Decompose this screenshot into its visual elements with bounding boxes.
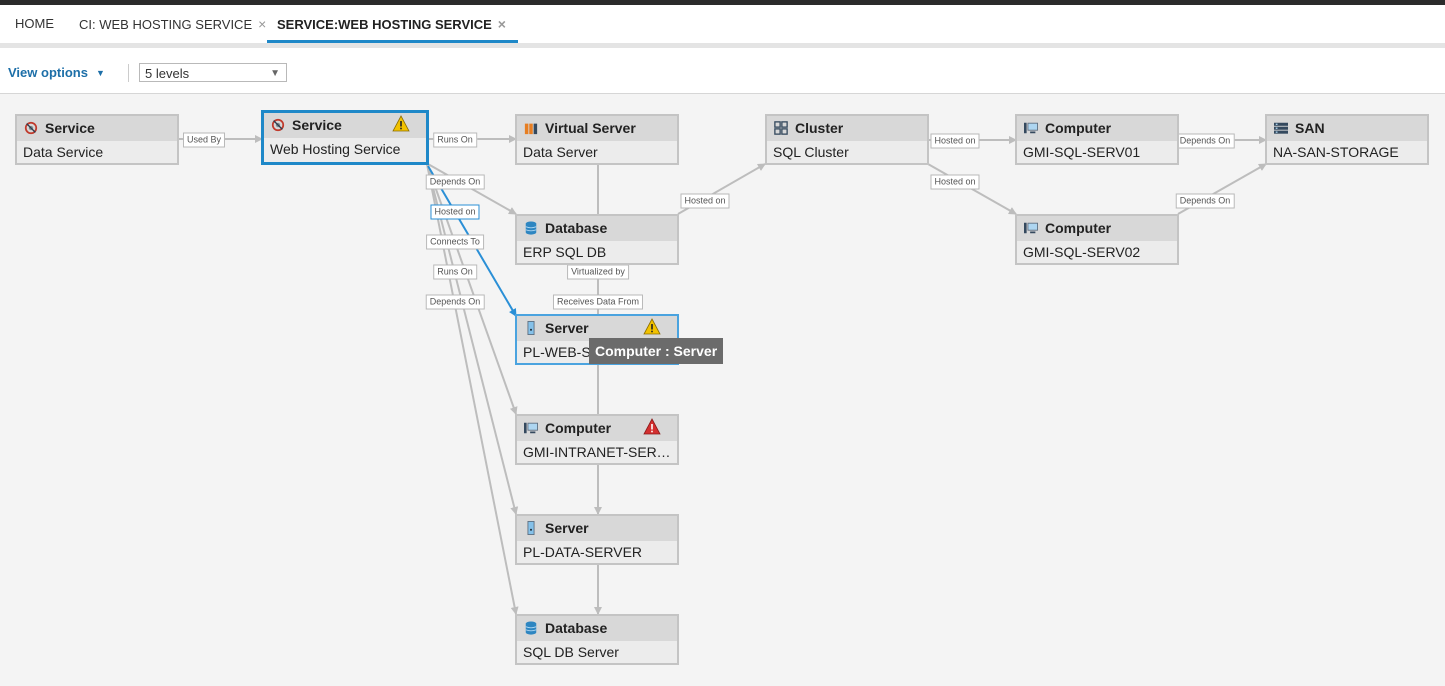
- node-tooltip: Computer : Server: [589, 338, 724, 364]
- levels-value: 5 levels: [145, 66, 190, 81]
- edge-label[interactable]: Hosted on: [930, 133, 980, 149]
- node-type: Server: [545, 320, 589, 336]
- edge-label[interactable]: Connects To: [426, 234, 484, 250]
- tab-label: CI: WEB HOSTING SERVICE: [79, 17, 253, 32]
- tab-bar: HOME CI: WEB HOSTING SERVICE × SERVICE:WE…: [0, 5, 1445, 43]
- node-header: Cluster: [767, 116, 927, 141]
- warning-icon: [643, 318, 661, 335]
- virtual-server-icon: [524, 123, 538, 135]
- node-name: Web Hosting Service: [270, 141, 401, 157]
- node-header: Service: [264, 113, 426, 138]
- edge-label[interactable]: Depends On: [425, 174, 485, 190]
- tab-separator: [0, 43, 1445, 48]
- node-header: Service: [17, 116, 177, 141]
- node-header: SAN: [1267, 116, 1427, 141]
- edge-lines: [179, 135, 1267, 615]
- node-type: Database: [545, 220, 608, 236]
- node-server-pl-data-server[interactable]: Server PL-DATA-SERVER: [515, 514, 679, 565]
- caret-down-icon: ▼: [95, 68, 105, 78]
- node-computer-gmi-sql-serv01[interactable]: Computer GMI-SQL-SERV01: [1015, 114, 1179, 165]
- node-header: Computer: [1017, 116, 1177, 141]
- edge-label[interactable]: Runs On: [433, 264, 477, 280]
- node-type: Virtual Server: [545, 120, 636, 136]
- top-bar: [0, 0, 1445, 5]
- node-header: Computer: [517, 416, 677, 441]
- tab-service-web-hosting-service[interactable]: SERVICE:WEB HOSTING SERVICE ×: [267, 5, 518, 43]
- tab-ci-web-hosting-service[interactable]: CI: WEB HOSTING SERVICE ×: [79, 5, 266, 43]
- node-name: GMI-INTRANET-SERV…: [523, 444, 677, 460]
- node-type: Computer: [1045, 120, 1112, 136]
- computer-icon: [524, 422, 538, 434]
- edge-label[interactable]: Used By: [182, 132, 226, 148]
- edge-label[interactable]: Hosted on: [930, 174, 980, 190]
- edge-label[interactable]: Runs On: [433, 132, 477, 148]
- node-name: Data Server: [523, 144, 598, 160]
- edge-label[interactable]: Depends On: [1175, 133, 1235, 149]
- node-database-sql-db-server[interactable]: Database SQL DB Server: [515, 614, 679, 665]
- node-type: Computer: [545, 420, 612, 436]
- server-icon: [527, 321, 535, 335]
- node-name: SQL DB Server: [523, 644, 619, 660]
- edge-label[interactable]: Receives Data From: [552, 294, 644, 310]
- view-options-button[interactable]: View options ▼: [8, 65, 105, 80]
- edge-depends-on-2: [426, 163, 519, 615]
- database-icon: [525, 221, 537, 235]
- edge-label[interactable]: Depends On: [425, 294, 485, 310]
- service-icon: [24, 121, 38, 135]
- server-icon: [527, 521, 535, 535]
- dropdown-arrow-icon: ▼: [270, 68, 280, 79]
- node-header: Server: [517, 516, 677, 541]
- levels-select[interactable]: 5 levels ▼: [139, 63, 287, 82]
- node-service-data-service[interactable]: Service Data Service: [15, 114, 179, 165]
- san-icon: [1274, 122, 1288, 134]
- node-name: GMI-SQL-SERV01: [1023, 144, 1141, 160]
- node-name: NA-SAN-STORAGE: [1273, 144, 1399, 160]
- node-header: Database: [517, 216, 677, 241]
- node-type: Service: [292, 117, 342, 133]
- node-computer-gmi-intranet[interactable]: Computer GMI-INTRANET-SERV…: [515, 414, 679, 465]
- node-header: Computer: [1017, 216, 1177, 241]
- error-icon: [643, 418, 661, 435]
- node-type: Service: [45, 120, 95, 136]
- close-icon[interactable]: ×: [258, 16, 267, 32]
- edge-label[interactable]: Depends On: [1175, 193, 1235, 209]
- node-type: SAN: [1295, 120, 1325, 136]
- edge-label[interactable]: Virtualized by: [567, 264, 629, 280]
- edge-label[interactable]: Hosted on: [680, 193, 730, 209]
- toolbar: View options ▼ 5 levels ▼: [0, 48, 1445, 94]
- edge-label-selected[interactable]: Hosted on: [430, 204, 480, 220]
- computer-icon: [1024, 122, 1038, 134]
- node-database-erp-sql-db[interactable]: Database ERP SQL DB: [515, 214, 679, 265]
- database-icon: [525, 621, 537, 635]
- edge-connects-to: [426, 163, 518, 415]
- node-header: Database: [517, 616, 677, 641]
- close-icon[interactable]: ×: [497, 16, 506, 32]
- node-name: SQL Cluster: [773, 144, 849, 160]
- node-header: Virtual Server: [517, 116, 677, 141]
- node-header: Server: [517, 316, 677, 341]
- node-type: Computer: [1045, 220, 1112, 236]
- node-cluster-sql-cluster[interactable]: Cluster SQL Cluster: [765, 114, 929, 165]
- node-computer-gmi-sql-serv02[interactable]: Computer GMI-SQL-SERV02: [1015, 214, 1179, 265]
- node-virtual-server-data-server[interactable]: Virtual Server Data Server: [515, 114, 679, 165]
- node-san-na-san-storage[interactable]: SAN NA-SAN-STORAGE: [1265, 114, 1429, 165]
- node-name: Data Service: [23, 144, 104, 160]
- node-name: PL-DATA-SERVER: [523, 544, 643, 560]
- view-options-label: View options: [8, 65, 88, 80]
- warning-icon: [392, 115, 410, 132]
- tab-label: SERVICE:WEB HOSTING SERVICE: [277, 17, 492, 32]
- tab-label: HOME: [15, 16, 54, 31]
- service-icon: [271, 118, 285, 132]
- node-type: Server: [545, 520, 589, 536]
- node-type: Database: [545, 620, 608, 636]
- node-name: ERP SQL DB: [523, 244, 607, 260]
- cluster-icon: [774, 121, 788, 135]
- toolbar-divider: [128, 64, 129, 82]
- node-type: Cluster: [795, 120, 844, 136]
- node-service-web-hosting[interactable]: Service Web Hosting Service: [261, 110, 429, 165]
- computer-icon: [1024, 222, 1038, 234]
- node-name: GMI-SQL-SERV02: [1023, 244, 1141, 260]
- tab-home[interactable]: HOME: [15, 5, 54, 43]
